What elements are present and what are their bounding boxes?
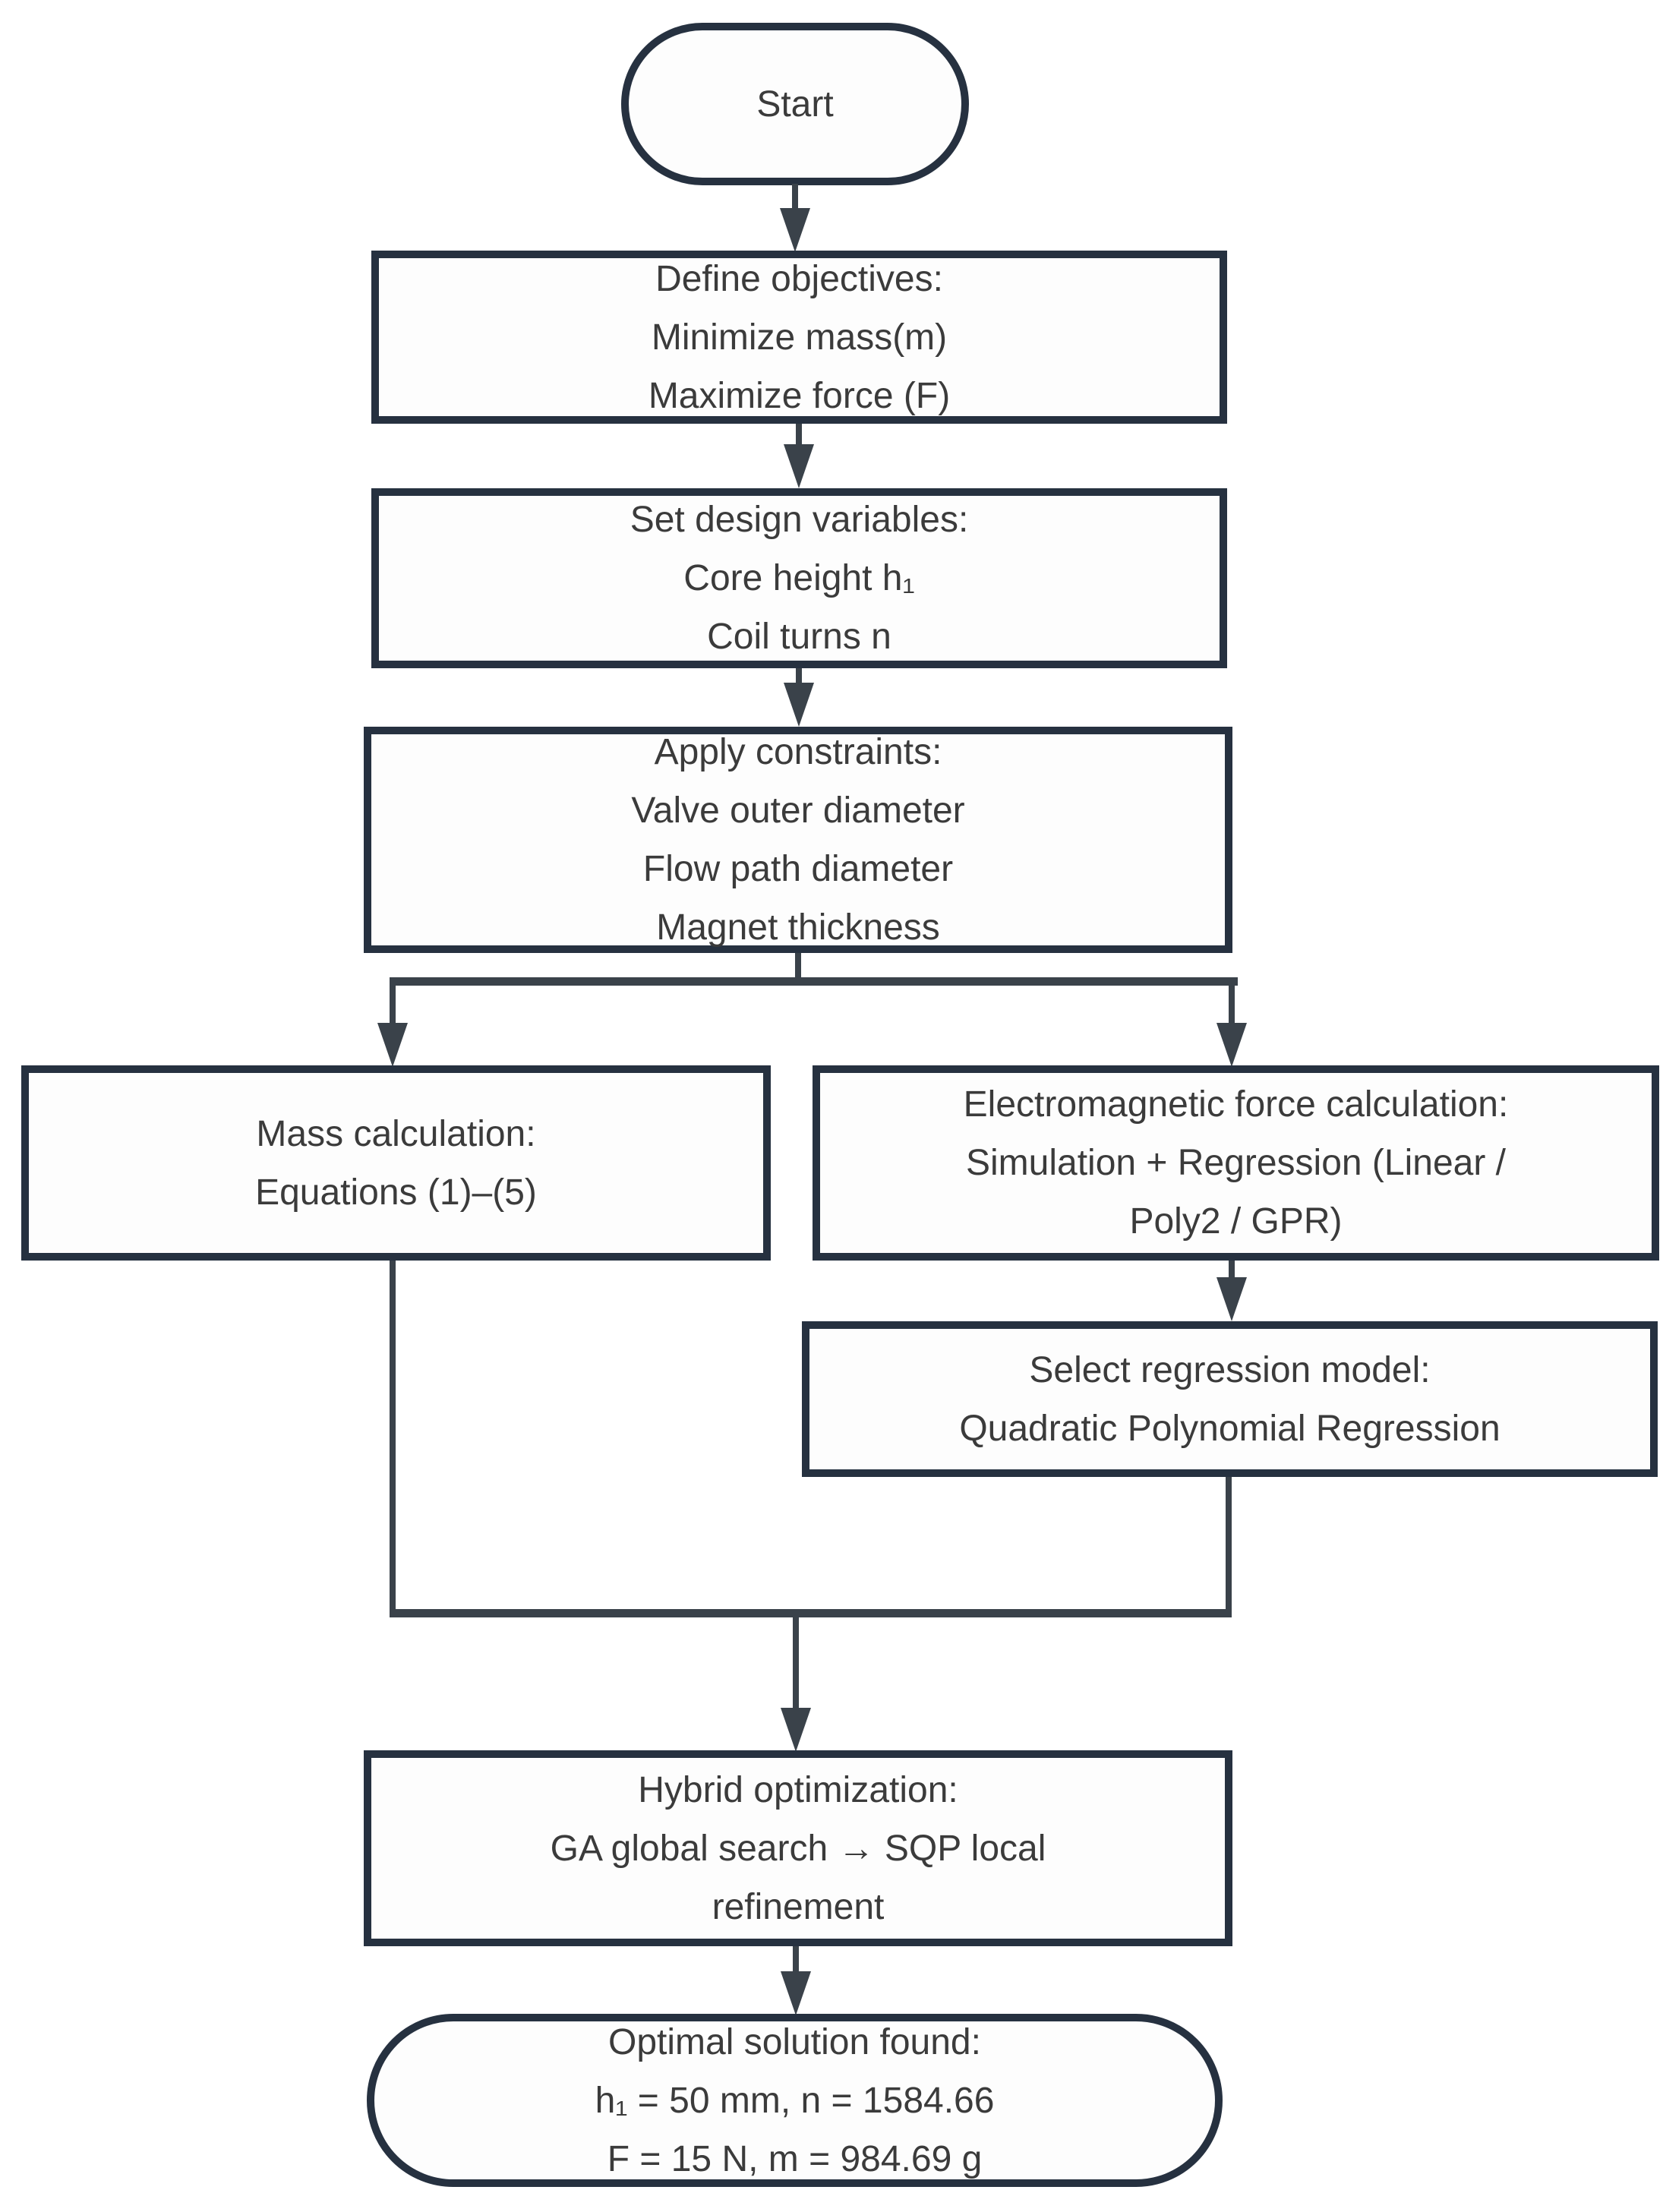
node-text-line: Quadratic Polynomial Regression <box>959 1408 1500 1449</box>
edge-setvars-constraints-stem <box>796 668 802 685</box>
edge-setvars-constraints-arrowhead <box>784 683 814 727</box>
edge-define-setvars-stem <box>796 424 802 446</box>
edge-constraints-split-stem <box>795 953 801 983</box>
set-design-variables-node: Set design variables: Core height h₁ Coi… <box>371 488 1227 668</box>
optimal-solution-node: Optimal solution found: h₁ = 50 mm, n = … <box>367 2014 1223 2187</box>
select-regression-model-node: Select regression model: Quadratic Polyn… <box>802 1321 1658 1477</box>
node-text-line: Hybrid optimization: <box>638 1769 958 1810</box>
mass-calculation-node: Mass calculation: Equations (1)–(5) <box>21 1065 771 1261</box>
edge-hybrid-optimal-arrowhead <box>781 1971 811 2015</box>
edge-split-emforce-stem <box>1229 977 1235 1024</box>
edge-merge-bar <box>390 1609 1232 1617</box>
node-text-line: Equations (1)–(5) <box>255 1172 537 1213</box>
node-text-line: Coil turns n <box>707 617 891 657</box>
node-text-line: Core height h₁ <box>683 558 915 598</box>
edge-merge-hybrid-stem <box>793 1609 799 1709</box>
edge-select-merge-stem <box>1226 1477 1232 1617</box>
edge-emforce-select-stem <box>1229 1261 1235 1280</box>
edge-split-mass-stem <box>390 977 396 1024</box>
node-text-line: Set design variables: <box>630 500 969 540</box>
node-text-line: Flow path diameter <box>642 849 954 889</box>
edge-mass-merge-stem <box>390 1261 396 1617</box>
edge-start-define-stem <box>792 184 798 210</box>
node-text-line: Mass calculation: <box>256 1113 536 1154</box>
node-text-line: Valve outer diameter <box>631 790 965 831</box>
edge-hybrid-optimal-stem <box>793 1946 799 1973</box>
node-text-line: GA global search → SQP local <box>550 1828 1046 1869</box>
edge-emforce-select-arrowhead <box>1216 1277 1247 1321</box>
edge-merge-hybrid-arrowhead <box>781 1708 811 1752</box>
node-text-line: Magnet thickness <box>656 907 940 948</box>
edge-constraints-split-bar <box>390 977 1238 986</box>
node-text-line: Select regression model: <box>1029 1349 1431 1390</box>
node-text-line: Define objectives: <box>655 258 943 299</box>
node-text-line: Simulation + Regression (Linear / <box>965 1143 1507 1183</box>
edge-split-emforce-arrowhead <box>1216 1023 1247 1067</box>
edge-start-define-arrowhead <box>780 208 810 252</box>
node-text-line: Electromagnetic force calculation: <box>963 1084 1509 1125</box>
node-text-line: F = 15 N, m = 984.69 g <box>607 2138 983 2179</box>
em-force-calculation-node: Electromagnetic force calculation: Simul… <box>813 1065 1659 1261</box>
apply-constraints-node: Apply constraints: Valve outer diameter … <box>364 727 1232 953</box>
node-text-line: Minimize mass(m) <box>651 317 948 358</box>
edge-split-mass-arrowhead <box>377 1023 408 1067</box>
node-text-line: Optimal solution found: <box>608 2021 981 2062</box>
hybrid-optimization-node: Hybrid optimization: GA global search → … <box>364 1750 1232 1946</box>
node-text-line: refinement <box>712 1886 885 1927</box>
node-text-line: h₁ = 50 mm, n = 1584.66 <box>595 2080 995 2121</box>
node-text-line: Apply constraints: <box>654 732 942 772</box>
edge-define-setvars-arrowhead <box>784 444 814 488</box>
start-node: Start <box>621 23 969 185</box>
node-text-line: Poly2 / GPR) <box>1129 1201 1343 1242</box>
node-text-line: Maximize force (F) <box>648 375 951 416</box>
define-objectives-node: Define objectives: Minimize mass(m) Maxi… <box>371 251 1227 424</box>
start-label: Start <box>756 84 834 125</box>
